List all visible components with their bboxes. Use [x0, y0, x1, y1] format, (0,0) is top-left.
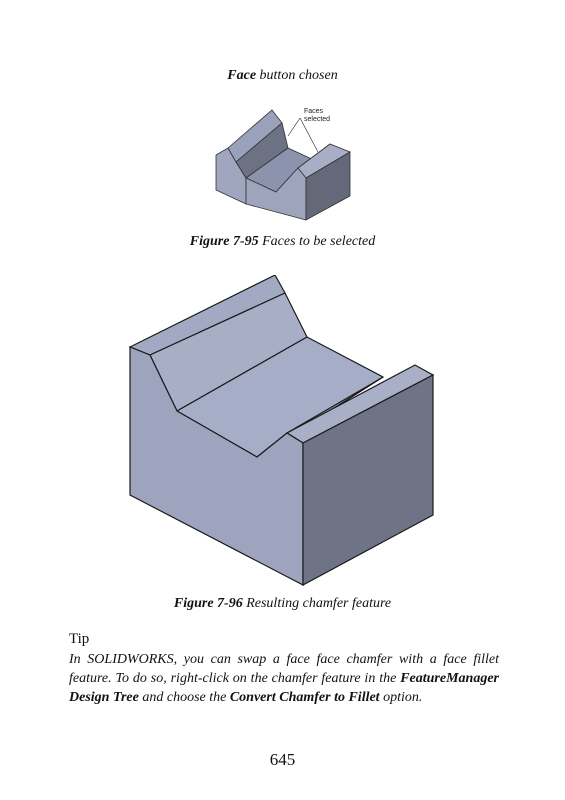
tip-text-3: option.: [379, 690, 423, 705]
page-number: 645: [269, 750, 296, 769]
face-button-caption: Face button chosen: [0, 68, 565, 84]
figure-7-95-text: Faces to be selected: [258, 234, 376, 249]
figure-7-95-label: Figure 7-95: [189, 234, 259, 249]
tip-bold-featuremanager: FeatureManager Design Tree: [69, 671, 499, 705]
figure-7-95-model: Faces selected: [215, 108, 351, 221]
tip-bold-convert: Convert Chamfer to Fillet: [229, 690, 380, 705]
tip-text-2: and choose the: [138, 690, 230, 705]
callout-label-line2: selected: [304, 116, 330, 123]
figure-7-96-text: Resulting chamfer feature: [242, 596, 392, 611]
tip-heading: Tip: [69, 631, 90, 647]
caption-rest: button chosen: [256, 68, 338, 83]
large-right-side-face: [302, 374, 434, 587]
figure-7-95-caption: Figure 7-95 Faces to be selected: [0, 234, 565, 250]
large-front-face: [129, 346, 304, 586]
callout-label-line1: Faces: [304, 108, 324, 115]
tip-body: In SOLIDWORKS, you can swap a face face …: [69, 650, 499, 707]
tip-text-1: In SOLIDWORKS, you can swap a face face …: [69, 652, 499, 686]
figure-7-96-caption: Figure 7-96 Resulting chamfer feature: [0, 596, 565, 612]
caption-bold-face: Face: [227, 68, 257, 83]
figure-7-96-label: Figure 7-96: [173, 596, 243, 611]
callout-line-1: [287, 117, 301, 137]
callout-line-2: [299, 117, 319, 153]
figure-7-96-model: [128, 275, 435, 587]
small-right-side-face: [305, 151, 351, 221]
